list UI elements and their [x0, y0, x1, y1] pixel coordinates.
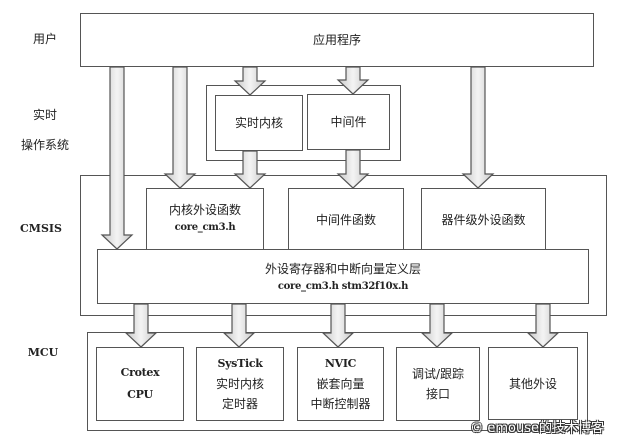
- layer-label-mcu: MCU: [0, 338, 88, 368]
- mcu-nvic-line1: NVIC: [324, 357, 357, 370]
- register-interrupt-layer-title: 外设寄存器和中断向量定义层: [264, 261, 421, 276]
- mcu-cpu-box: Crotex CPU: [96, 347, 184, 421]
- core-peripheral-functions-title: 内核外设函数: [168, 202, 241, 217]
- mcu-systick-line3: 定时器: [221, 397, 258, 411]
- layer-label-cmsis-text: CMSIS: [20, 222, 62, 235]
- rtos-middleware-label: 中间件: [330, 115, 367, 129]
- core-peripheral-functions-file: core_cm3.h: [174, 221, 236, 233]
- mcu-nvic-box: NVIC 嵌套向量 中断控制器: [297, 347, 384, 421]
- mcu-cpu-line1: Crotex: [120, 366, 160, 379]
- mcu-debug-trace-line1: 调试/跟踪: [411, 367, 465, 381]
- register-interrupt-layer-box: 外设寄存器和中断向量定义层 core_cm3.h stm32f10x.h: [97, 249, 589, 304]
- mcu-nvic-line3: 中断控制器: [310, 397, 371, 411]
- rtos-kernel-box: 实时内核: [215, 95, 303, 151]
- device-peripheral-functions-label: 器件级外设函数: [441, 212, 526, 227]
- watermark: © emouse的技术博客: [470, 421, 604, 436]
- middleware-functions-box: 中间件函数: [288, 188, 404, 251]
- mcu-systick-box: SysTick 实时内核 定时器: [196, 347, 284, 421]
- rtos-kernel-label: 实时内核: [234, 116, 283, 130]
- device-peripheral-functions-box: 器件级外设函数: [421, 188, 546, 251]
- layer-label-user-text: 用户: [32, 32, 57, 46]
- layer-label-rtos: 实时 操作系统: [0, 100, 90, 160]
- mcu-cpu-line2: CPU: [127, 388, 153, 401]
- mcu-other-peripherals-box: 其他外设: [488, 347, 578, 420]
- mcu-systick-line2: 实时内核: [215, 377, 264, 391]
- application-box: 应用程序: [80, 13, 594, 67]
- core-peripheral-functions-box: 内核外设函数 core_cm3.h: [146, 188, 264, 251]
- mcu-debug-trace-box: 调试/跟踪 接口: [396, 347, 480, 421]
- layer-label-user: 用户: [0, 24, 90, 54]
- middleware-functions-label: 中间件函数: [315, 212, 376, 227]
- mcu-debug-trace-line2: 接口: [425, 387, 450, 401]
- register-interrupt-layer-files: core_cm3.h stm32f10x.h: [277, 280, 409, 292]
- mcu-other-peripherals-label: 其他外设: [508, 376, 557, 391]
- arrow-app-to-device-peripheral: [461, 66, 495, 189]
- application-title: 应用程序: [312, 33, 361, 47]
- layer-label-rtos-line2: 操作系统: [20, 138, 69, 152]
- mcu-systick-line1: SysTick: [217, 357, 263, 370]
- mcu-nvic-line2: 嵌套向量: [316, 377, 365, 391]
- layer-label-rtos-line1: 实时: [32, 108, 57, 122]
- arrow-app-to-core-peripheral: [163, 66, 197, 189]
- layer-label-mcu-text: MCU: [27, 346, 59, 359]
- rtos-middleware-box: 中间件: [307, 94, 390, 150]
- layer-label-cmsis: CMSIS: [0, 214, 86, 244]
